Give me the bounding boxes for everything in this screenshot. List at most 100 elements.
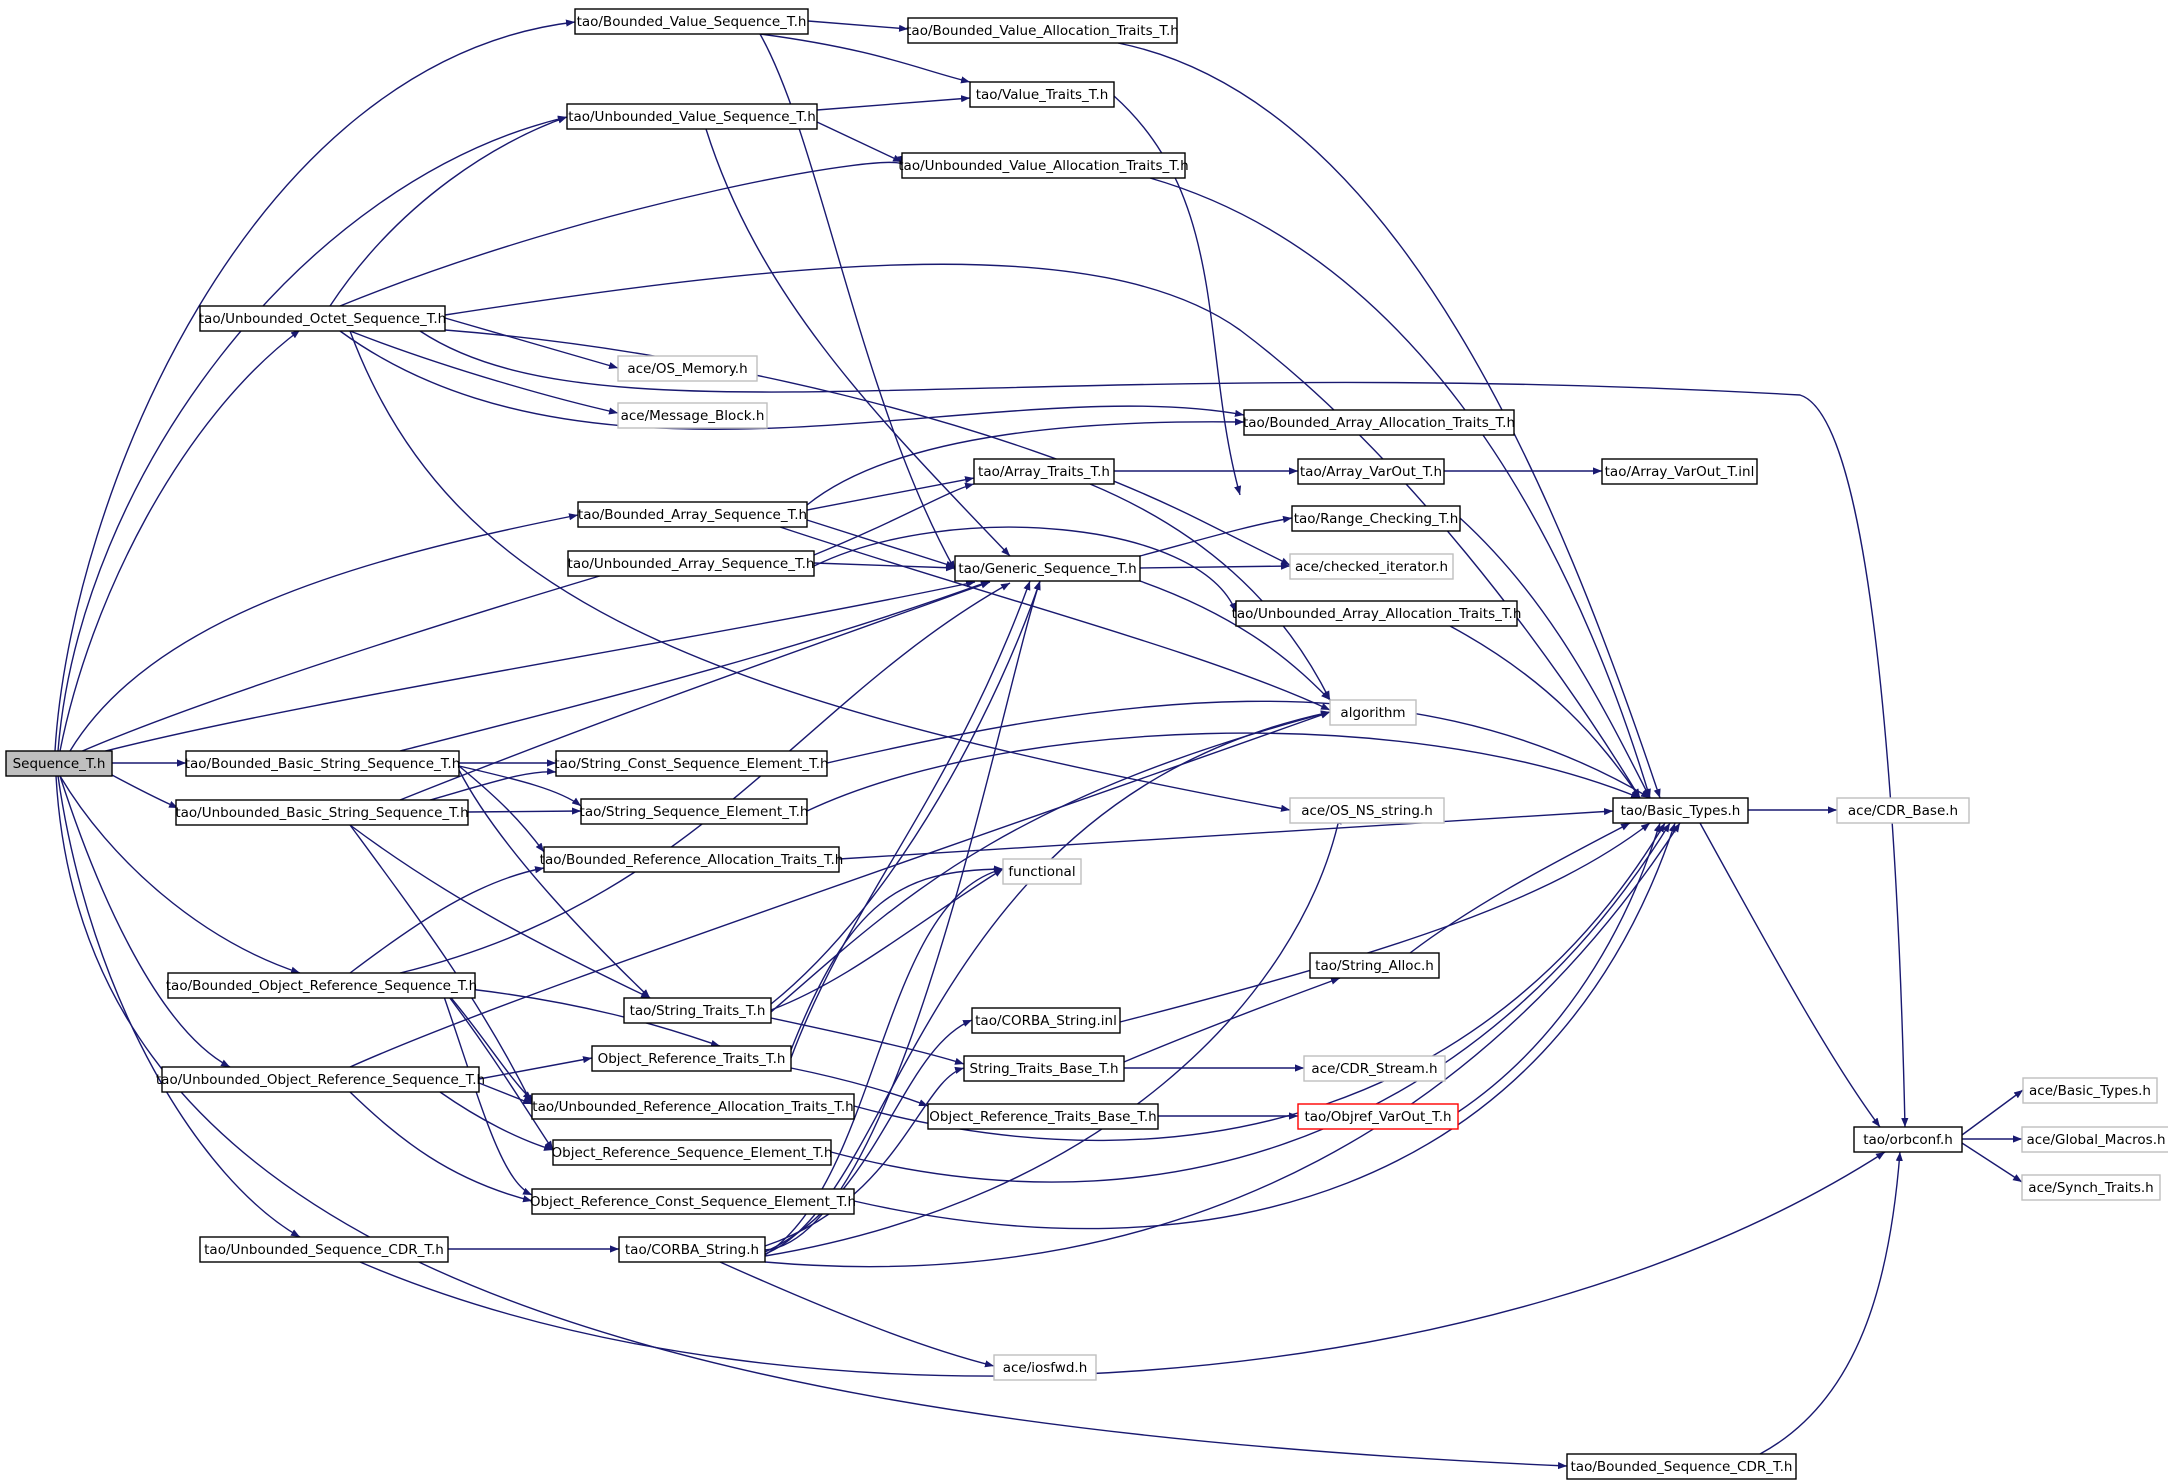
dependency-arrow [770, 1017, 965, 1065]
dependency-arrow [719, 1261, 995, 1368]
file-node-label: tao/Objref_VarOut_T.h [1304, 1109, 1451, 1125]
file-node-bas[interactable]: tao/Bounded_Array_Sequence_T.h [577, 501, 808, 528]
file-node-uas[interactable]: tao/Unbounded_Array_Sequence_T.h [567, 550, 815, 577]
dependency-arrow [439, 984, 533, 1101]
file-node-cs[interactable]: tao/CORBA_String.h [618, 1236, 766, 1263]
file-node-st[interactable]: tao/String_Traits_T.h [623, 997, 772, 1024]
file-node-box [907, 17, 1178, 44]
file-node-func: functional [1002, 858, 1082, 885]
file-node-stb[interactable]: String_Traits_Base_T.h [963, 1055, 1125, 1082]
file-node-label: tao/Unbounded_Reference_Allocation_Trait… [532, 1099, 853, 1115]
file-node-bscdr[interactable]: tao/Bounded_Sequence_CDR_T.h [1566, 1453, 1797, 1480]
file-node-orse[interactable]: Object_Reference_Sequence_Element_T.h [552, 1139, 833, 1166]
dependency-arrow [349, 824, 651, 999]
file-node-uors[interactable]: tao/Unbounded_Object_Reference_Sequence_… [156, 1066, 485, 1093]
dependency-arrow [813, 526, 1237, 613]
file-node-label: Object_Reference_Sequence_Element_T.h [552, 1145, 833, 1161]
dependency-arrow [439, 1091, 554, 1151]
file-node-ubss[interactable]: tao/Unbounded_Basic_String_Sequence_T.h [175, 799, 469, 826]
file-node-uaat[interactable]: tao/Unbounded_Array_Allocation_Traits_T.… [1232, 600, 1522, 627]
file-node-sse[interactable]: tao/String_Sequence_Element_T.h [580, 798, 809, 825]
file-node-label: ace/CDR_Stream.h [1311, 1061, 1437, 1077]
file-node-label: functional [1008, 864, 1075, 880]
dependency-arrow [458, 765, 582, 807]
dependency-arrow [329, 116, 568, 307]
file-node-bors[interactable]: tao/Bounded_Object_Reference_Sequence_T.… [166, 972, 477, 999]
file-node-rc[interactable]: tao/Range_Checking_T.h [1291, 505, 1461, 532]
file-node-alg: algorithm [1329, 699, 1417, 726]
file-node-label: tao/Unbounded_Octet_Sequence_T.h [199, 311, 446, 327]
dependency-arrow [399, 580, 991, 752]
file-node-baat[interactable]: tao/Bounded_Array_Allocation_Traits_T.h [1243, 409, 1515, 436]
file-node-ortb[interactable]: Object_Reference_Traits_Base_T.h [927, 1103, 1159, 1130]
file-node-scse[interactable]: tao/String_Const_Sequence_Element_T.h [554, 750, 829, 777]
dependency-arrow [59, 775, 231, 1068]
file-node-bbss[interactable]: tao/Bounded_Basic_String_Sequence_T.h [185, 750, 461, 777]
file-node-ort[interactable]: Object_Reference_Traits_T.h [591, 1045, 792, 1072]
file-node-avoinl[interactable]: tao/Array_VarOut_T.inl [1601, 458, 1758, 485]
dependency-arrow [69, 513, 579, 752]
file-node-label: tao/Bounded_Array_Sequence_T.h [578, 507, 807, 523]
file-node-gs[interactable]: tao/Generic_Sequence_T.h [954, 555, 1141, 582]
dependency-arrow [779, 526, 1331, 711]
file-node-acegm: ace/Global_Macros.h [2021, 1126, 2168, 1153]
file-node-sequence[interactable]: Sequence_T.h [5, 750, 113, 777]
file-node-orbconf[interactable]: tao/orbconf.h [1853, 1126, 1963, 1153]
dependency-arrow [1089, 483, 1331, 701]
file-node-label: tao/Unbounded_Value_Allocation_Traits_T.… [898, 158, 1188, 174]
file-node-box [566, 103, 818, 130]
file-node-msgblk: ace/Message_Block.h [617, 402, 768, 429]
file-node-label: tao/Unbounded_Value_Sequence_T.h [568, 109, 816, 125]
file-node-box [1291, 505, 1461, 532]
file-node-orcse[interactable]: Object_Reference_Const_Sequence_Element_… [530, 1188, 856, 1215]
dependency-arrow [790, 1067, 929, 1107]
file-node-uvs[interactable]: tao/Unbounded_Value_Sequence_T.h [566, 103, 818, 130]
dependency-arrow [1139, 515, 1293, 557]
file-node-label: tao/String_Sequence_Element_T.h [580, 804, 809, 820]
file-node-label: tao/String_Alloc.h [1315, 958, 1434, 974]
file-node-vt[interactable]: tao/Value_Traits_T.h [969, 81, 1115, 108]
file-node-box [543, 846, 840, 873]
file-node-uos[interactable]: tao/Unbounded_Octet_Sequence_T.h [199, 305, 446, 332]
file-node-bvs[interactable]: tao/Bounded_Value_Sequence_T.h [574, 8, 809, 35]
file-node-uvat[interactable]: tao/Unbounded_Value_Allocation_Traits_T.… [898, 152, 1189, 179]
dependency-arrow [816, 121, 903, 163]
file-node-box [971, 1007, 1121, 1034]
dependency-arrow [1149, 177, 1651, 799]
file-node-bvat[interactable]: tao/Bounded_Value_Allocation_Traits_T.h [906, 17, 1179, 44]
dependency-arrow [458, 765, 545, 853]
file-node-label: tao/Value_Traits_T.h [976, 87, 1109, 103]
dependency-arrow [349, 330, 1291, 812]
file-node-salloc[interactable]: tao/String_Alloc.h [1309, 952, 1440, 979]
dependency-arrow [59, 329, 301, 752]
file-node-brat[interactable]: tao/Bounded_Reference_Allocation_Traits_… [540, 846, 844, 873]
file-node-label: algorithm [1340, 705, 1405, 721]
file-node-label: ace/iosfwd.h [1003, 1360, 1088, 1376]
file-node-label: tao/CORBA_String.h [625, 1242, 759, 1258]
file-node-uscdr[interactable]: tao/Unbounded_Sequence_CDR_T.h [199, 1236, 449, 1263]
file-node-box [1566, 1453, 1797, 1480]
file-node-bt[interactable]: tao/Basic_Types.h [1612, 797, 1749, 824]
file-node-at[interactable]: tao/Array_Traits_T.h [973, 458, 1115, 485]
file-node-box [2022, 1077, 2158, 1104]
file-node-box [199, 1236, 449, 1263]
file-node-box [901, 152, 1186, 179]
file-node-box [555, 750, 828, 777]
file-node-avo[interactable]: tao/Array_VarOut_T.h [1297, 458, 1445, 485]
dependency-arrow [813, 562, 956, 572]
file-node-box [1612, 797, 1749, 824]
file-node-box [199, 305, 446, 332]
file-node-objref[interactable]: tao/Objref_VarOut_T.h [1297, 1103, 1459, 1130]
dependency-arrow [770, 710, 1331, 1013]
dependency-arrow [759, 33, 971, 84]
dependency-arrow [444, 317, 619, 369]
file-node-box [617, 402, 768, 429]
file-node-urat[interactable]: tao/Unbounded_Reference_Allocation_Trait… [531, 1093, 855, 1120]
dependency-arrow [770, 868, 1004, 1011]
file-node-csinl[interactable]: tao/CORBA_String.inl [971, 1007, 1121, 1034]
dependency-arrow [399, 581, 991, 801]
dependency-arrow [458, 769, 651, 999]
dependency-arrow [1409, 822, 1631, 954]
file-node-label: tao/Bounded_Reference_Allocation_Traits_… [540, 852, 844, 868]
file-node-label: tao/Array_Traits_T.h [978, 464, 1110, 480]
